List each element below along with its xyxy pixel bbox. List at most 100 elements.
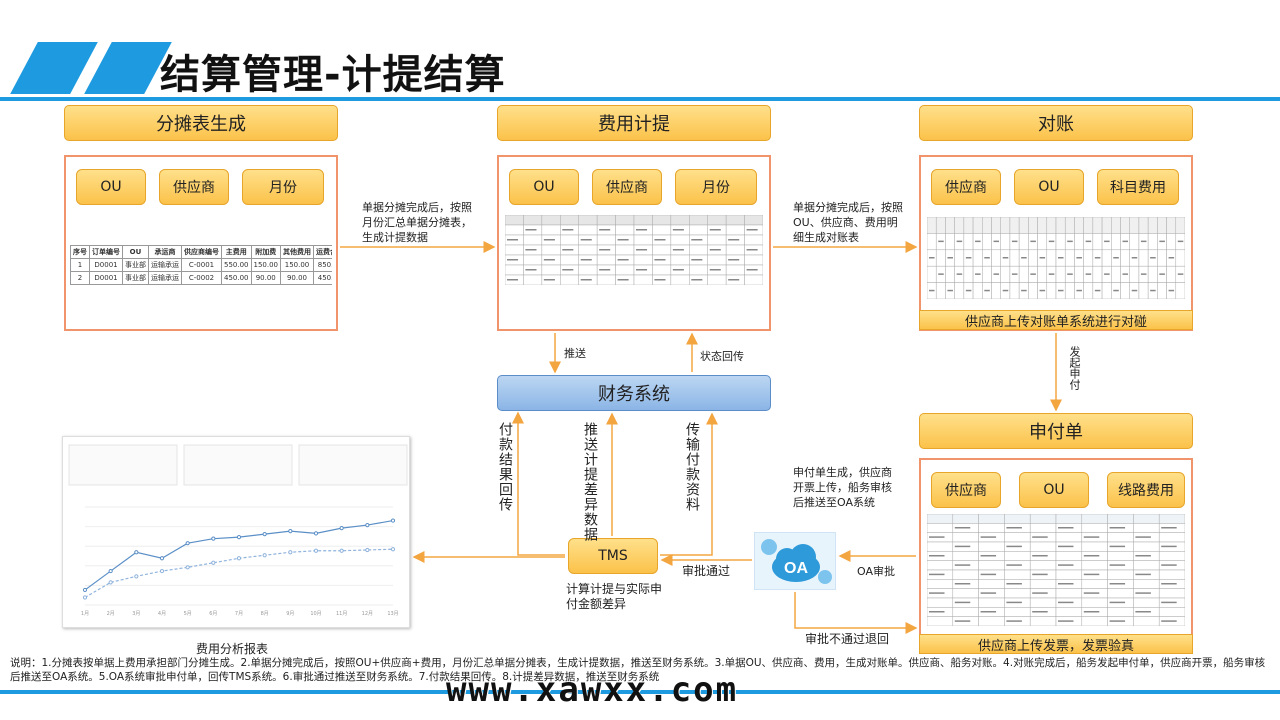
report-point	[236, 535, 242, 540]
allocation-chip-supplier: 供应商	[159, 169, 229, 205]
oa-cloud-icon: OA	[754, 532, 836, 590]
thumb-text-line	[1039, 257, 1046, 259]
thumb-text-line	[1113, 257, 1119, 259]
thumb-text-line	[672, 229, 684, 231]
report-x-tick: 13月	[387, 611, 398, 617]
thumb-text-line	[1058, 257, 1064, 259]
thumb-text-line	[580, 279, 592, 281]
thumb-text-line	[654, 239, 666, 241]
thumb-text-line	[1067, 273, 1073, 275]
thumb-text-line	[617, 259, 629, 261]
thumb-text-line	[954, 545, 971, 548]
accrual-table-thumbnail	[504, 214, 764, 286]
thumb-text-line	[1083, 592, 1100, 594]
report-x-tick: 4月	[158, 611, 166, 617]
accrual-panel: OU 供应商 月份	[497, 155, 771, 331]
thumb-text-line	[654, 279, 666, 281]
oa-label: OA	[784, 560, 808, 577]
report-point	[262, 532, 267, 537]
accrual-chip-supplier: 供应商	[592, 169, 662, 205]
thumb-text-line	[1083, 555, 1100, 557]
thumb-text-line	[980, 573, 997, 576]
thumb-text-line	[636, 249, 648, 251]
thumb-text-line	[1067, 240, 1073, 243]
thumb-text-line	[947, 257, 953, 259]
thumb-text-line	[984, 289, 990, 292]
footer-divider	[0, 690, 1280, 694]
thumb-text-line	[654, 259, 666, 261]
thumb-text-line	[599, 269, 611, 271]
thumb-text-line	[580, 259, 592, 261]
accrual-chip-month: 月份	[675, 169, 757, 205]
thumb-text-line	[938, 240, 944, 243]
reconcile-panel: 供应商 OU 科目费用	[919, 155, 1193, 331]
thumb-text-line	[1159, 273, 1165, 275]
report-point	[159, 556, 165, 561]
thumb-text-line	[1161, 564, 1177, 566]
thumb-text-line	[1030, 240, 1036, 243]
thumb-text-line	[993, 273, 1000, 275]
thumb-text-line	[929, 289, 935, 292]
report-caption: 费用分析报表	[196, 642, 269, 656]
note-push: 推送	[564, 347, 586, 360]
thumb-text-line	[543, 279, 555, 281]
arrow-rejected	[794, 592, 918, 634]
thumb-text-line	[954, 564, 971, 566]
report-point	[365, 547, 370, 553]
thumb-text-line	[1113, 289, 1119, 292]
thumb-text-line	[1011, 273, 1018, 275]
thumb-text-line	[1135, 555, 1151, 557]
thumb-text-line	[672, 269, 684, 271]
thumb-text-line	[1109, 527, 1126, 529]
thumb-text-line	[1109, 564, 1126, 566]
thumb-text-line	[691, 259, 703, 261]
thumb-text-line	[1135, 536, 1151, 538]
thumb-text-line	[980, 536, 997, 538]
thumb-text-line	[929, 536, 945, 538]
thumb-text-line	[1135, 611, 1151, 613]
thumb-text-line	[599, 229, 611, 231]
report-point	[236, 556, 242, 561]
thumb-text-line	[1168, 257, 1175, 259]
thumb-text-line	[1104, 273, 1110, 275]
note-approved: 审批通过	[682, 564, 731, 578]
tms-box: TMS	[568, 538, 658, 574]
thumb-text-line	[1122, 273, 1129, 275]
note-alloc-to-accrual: 单据分摊完成后，按照月份汇总单据分摊表，生成计提数据	[362, 201, 472, 244]
note-transfer-payment: 传输付款资料	[684, 422, 700, 512]
thumb-text-line	[954, 583, 971, 585]
thumb-text-line	[1085, 273, 1092, 275]
thumb-text-line	[691, 279, 703, 281]
thumb-text-line	[709, 249, 721, 251]
report-summary-card	[298, 444, 408, 486]
report-point	[211, 560, 216, 565]
thumb-text-line	[1076, 257, 1082, 259]
footer-description: 说明：1.分摊表按单据上费用承担部门分摊生成。2.单据分摊完成后，按照OU+供应…	[10, 657, 1266, 683]
thumb-text-line	[507, 239, 519, 241]
report-point	[313, 531, 319, 536]
report-point	[159, 568, 165, 574]
report-x-tick: 6月	[209, 611, 217, 617]
report-summary-card	[183, 444, 293, 486]
thumb-text-line	[1135, 573, 1151, 576]
thumb-text-line	[1168, 289, 1175, 292]
thumb-text-line	[728, 279, 740, 281]
report-x-tick: 5月	[184, 611, 192, 617]
thumb-text-line	[1006, 527, 1022, 529]
thumb-text-line	[1039, 289, 1046, 292]
stage-reconcile: 对账	[919, 105, 1193, 141]
report-point	[288, 550, 293, 555]
thumb-text-line	[691, 239, 703, 241]
thumb-text-line	[1109, 620, 1126, 622]
thumb-text-line	[1135, 592, 1151, 594]
report-point	[262, 553, 267, 558]
reconcile-chip-ou: OU	[1014, 169, 1084, 205]
thumb-text-line	[1131, 257, 1138, 259]
allocation-chip-ou: OU	[76, 169, 146, 205]
thumb-text-line	[728, 259, 740, 261]
thumb-text-line	[1006, 583, 1022, 585]
watermark: www.xawxx.com	[446, 670, 739, 710]
thumb-text-line	[709, 269, 721, 271]
thumb-text-line	[984, 257, 990, 259]
